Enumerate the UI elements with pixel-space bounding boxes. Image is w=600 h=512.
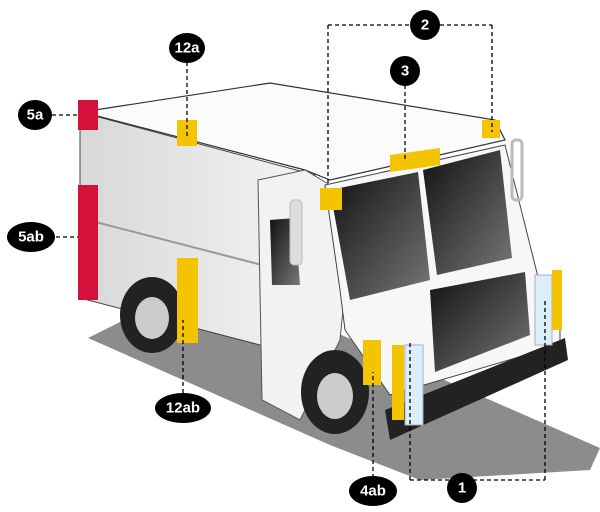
rear-wheel <box>120 277 184 353</box>
marking-12ab <box>177 258 198 343</box>
badge-4ab: 4ab <box>349 476 397 506</box>
badge-5ab: 5ab <box>7 222 55 252</box>
badge-12a: 12a <box>169 33 205 63</box>
svg-text:1: 1 <box>458 480 466 497</box>
marking-5a <box>78 100 98 130</box>
windshield-right <box>423 150 512 275</box>
badge-2: 2 <box>410 10 440 40</box>
svg-text:12a: 12a <box>174 40 200 57</box>
svg-text:12ab: 12ab <box>166 400 200 417</box>
marking-2-right <box>482 120 500 138</box>
front-wheel <box>301 350 369 434</box>
badge-1: 1 <box>447 473 477 503</box>
badge-3: 3 <box>390 56 420 86</box>
mirror-right <box>510 138 524 202</box>
badge-5a: 5a <box>18 100 52 130</box>
marking-1-right <box>534 274 553 346</box>
grille <box>430 272 530 372</box>
leader-lines <box>52 24 546 481</box>
marking-3 <box>390 148 440 172</box>
svg-text:3: 3 <box>401 63 409 80</box>
svg-text:2: 2 <box>421 17 429 34</box>
windshield-left <box>330 172 430 300</box>
marking-2-left <box>320 188 342 210</box>
badge-12ab: 12ab <box>155 393 211 423</box>
marking-4ab <box>363 340 381 385</box>
side-molding <box>79 217 263 266</box>
svg-text:5a: 5a <box>27 107 44 124</box>
marking-front-right-strip <box>552 270 562 330</box>
svg-text:5ab: 5ab <box>18 229 44 246</box>
marking-front-left-strip <box>392 345 404 420</box>
bumper <box>385 338 568 440</box>
marking-5ab <box>78 185 98 300</box>
mirror-left <box>289 199 303 266</box>
marking-1-left <box>404 344 424 426</box>
svg-text:4ab: 4ab <box>360 483 386 500</box>
